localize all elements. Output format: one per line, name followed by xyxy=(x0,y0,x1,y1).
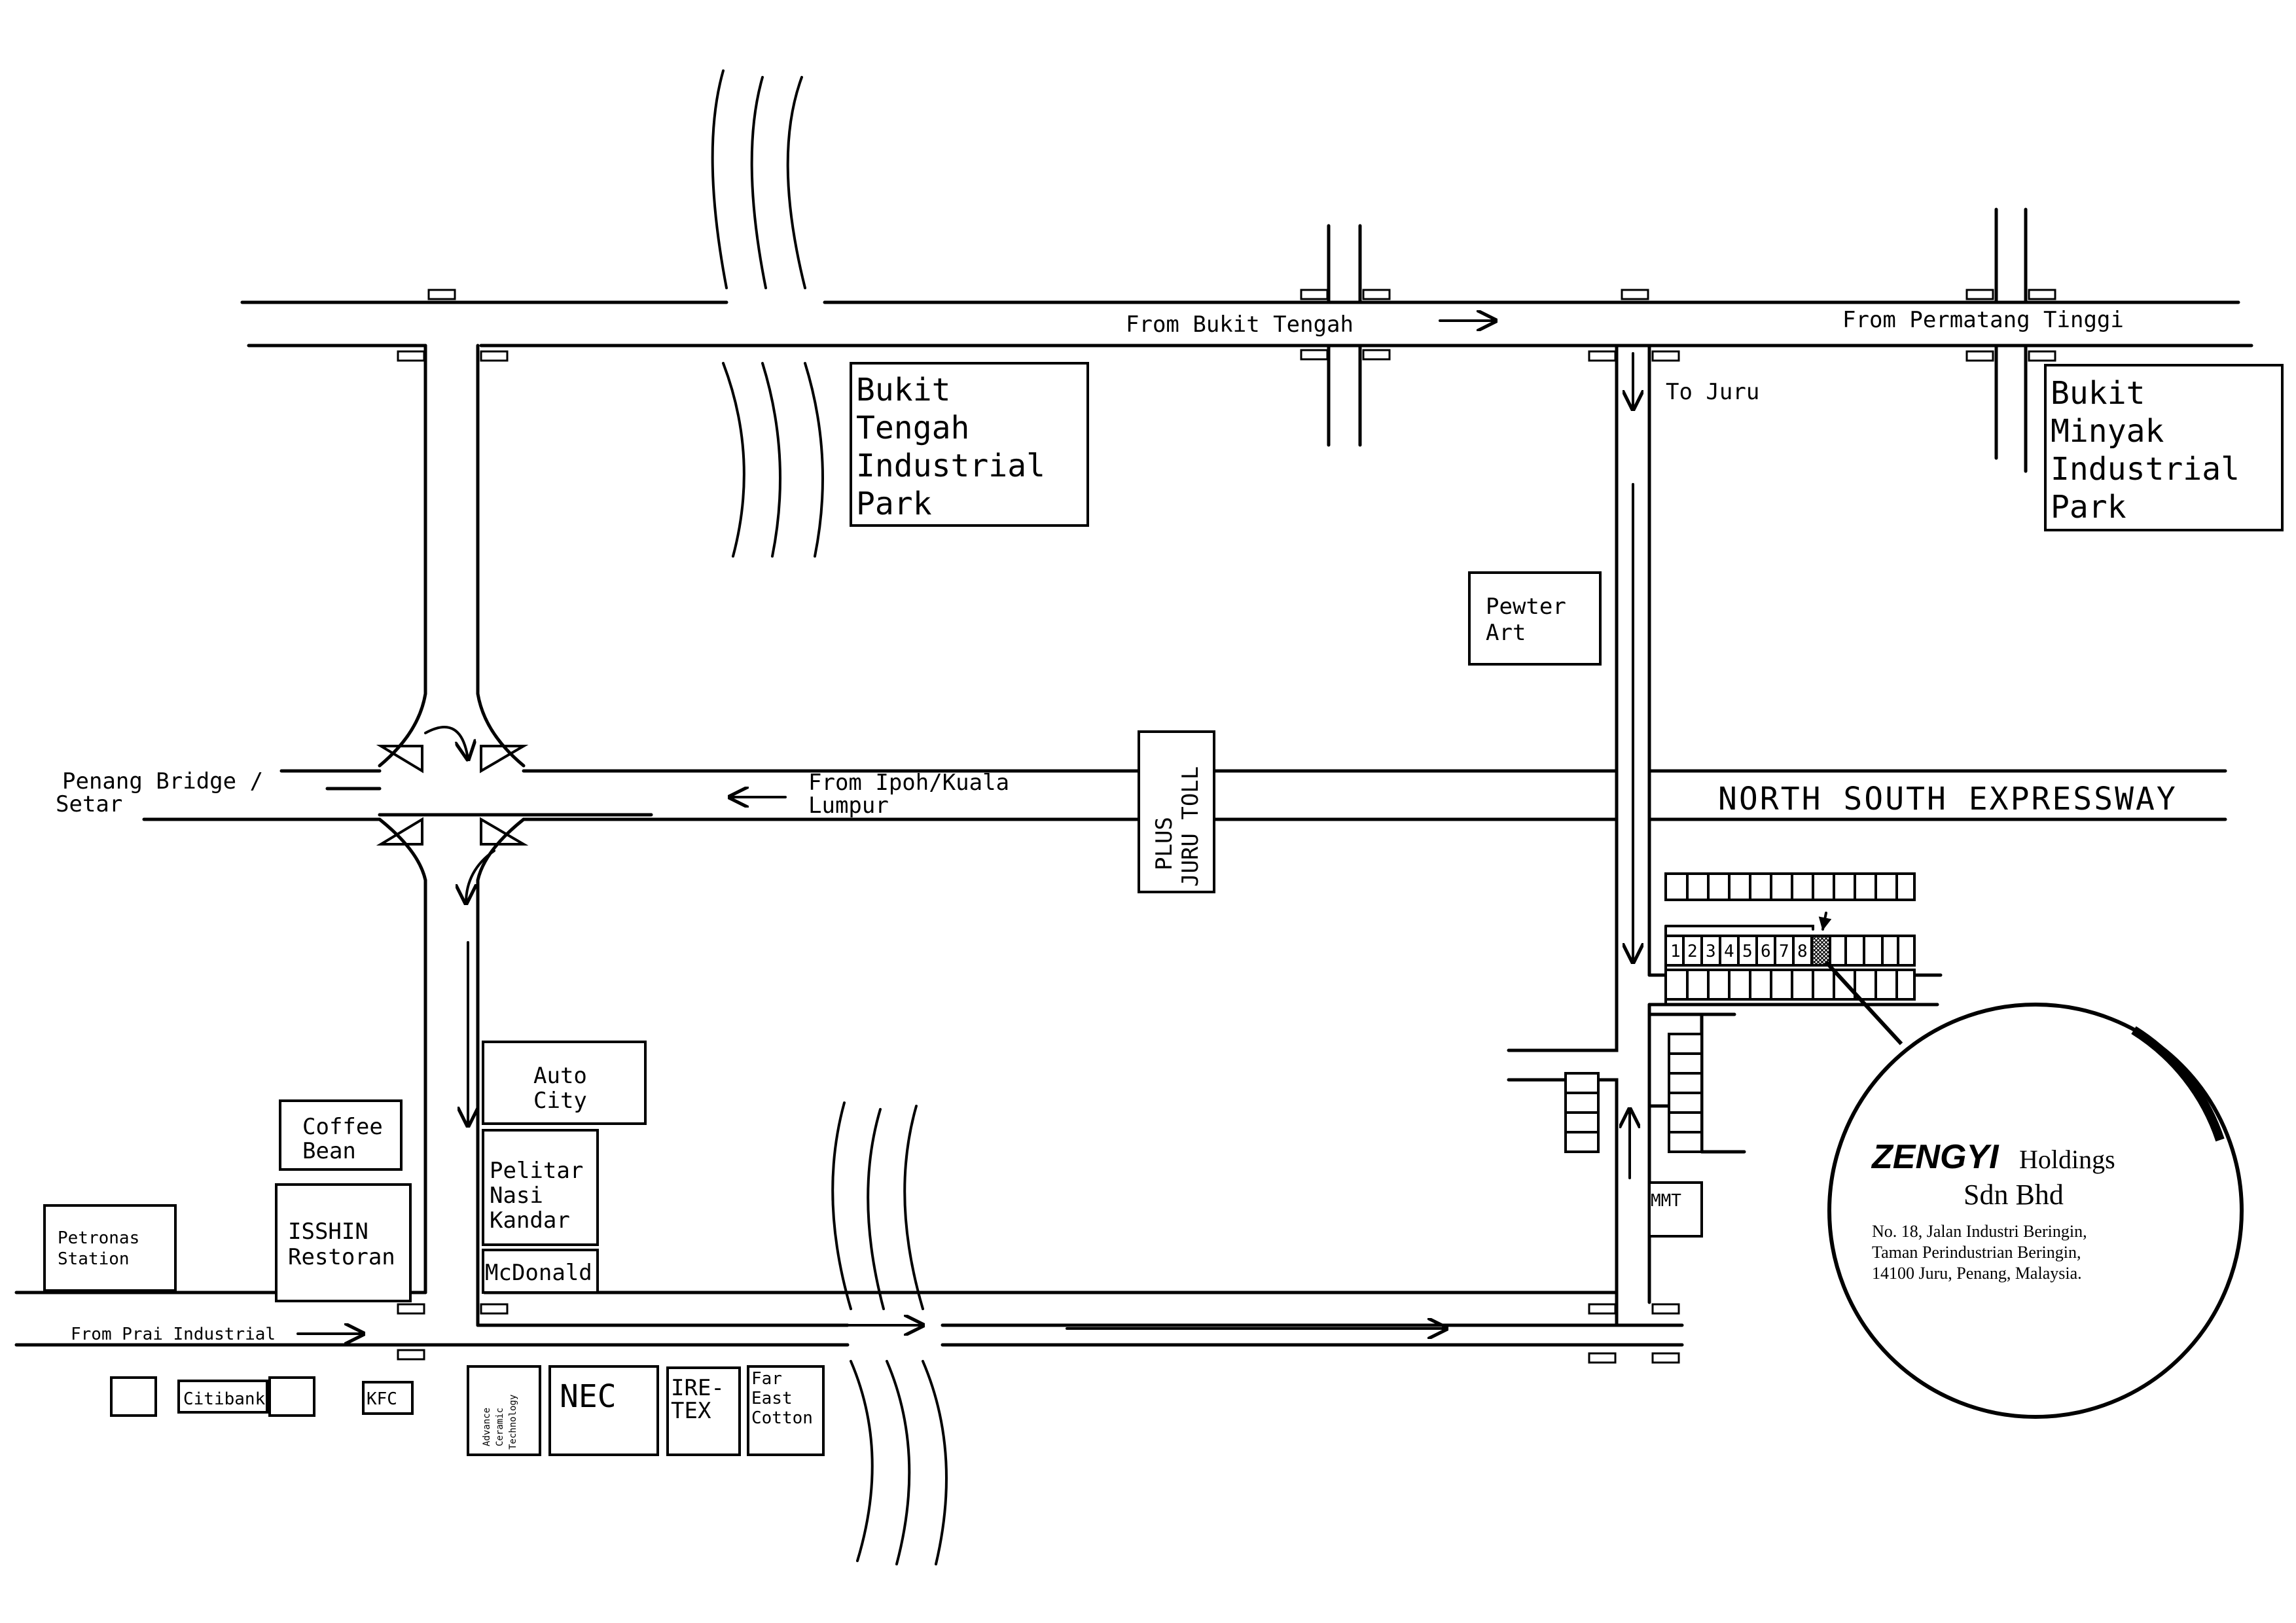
coffee-bean-line-1: Coffee xyxy=(302,1114,383,1140)
company-sdn-bhd: Sdn Bhd xyxy=(1964,1179,2064,1211)
isshin-line-2: Restoran xyxy=(288,1244,395,1270)
company-holdings: Holdings xyxy=(2019,1145,2115,1174)
far-east-line-1: Far xyxy=(751,1369,782,1389)
traffic-lights xyxy=(397,289,2056,1364)
bukit-minyak-line-2: Minyak xyxy=(2051,413,2164,450)
iretex-line-2: TEX xyxy=(671,1398,711,1424)
petronas-line-2: Station xyxy=(58,1249,130,1269)
isshin-line-1: ISSHIN xyxy=(288,1219,368,1245)
company-callout: ZENGYI Holdings Sdn Bhd No. 18, Jalan In… xyxy=(1827,1003,2244,1419)
bukit-tengah-line-2: Tengah xyxy=(856,410,969,446)
bukit-minyak-line-1: Bukit xyxy=(2051,375,2145,412)
label-from-prai: From Prai Industrial xyxy=(71,1325,276,1344)
advance-ceramic-technology: Advance Ceramic Technology xyxy=(467,1365,541,1456)
toll-line-2: JURU TOLL xyxy=(1177,766,1204,887)
far-east-cotton: Far East Cotton xyxy=(747,1365,825,1456)
lot-pointer-line xyxy=(1824,960,1903,1046)
lot-number-8: 8 xyxy=(1797,942,1808,961)
lot-number-3: 3 xyxy=(1706,942,1716,961)
citibank-label: Citibank xyxy=(183,1389,266,1409)
toll-line-1: PLUS xyxy=(1151,817,1177,870)
iretex: IRE- TEX xyxy=(666,1366,741,1456)
label-penang-bridge: Penang Bridge / xyxy=(62,768,263,794)
lot-number-4: 4 xyxy=(1724,942,1734,961)
pelitar-line-1: Pelitar xyxy=(490,1158,583,1184)
petronas-station: Petronas Station xyxy=(43,1204,177,1292)
pewter-art-line-2: Art xyxy=(1486,620,1526,646)
bottom-row-buildings: Citibank KFC Advance Ceramic Technology … xyxy=(110,1365,825,1456)
factory-lot-rows: 1 2 3 4 5 6 7 8 xyxy=(1664,872,1916,1006)
lot-number-7: 7 xyxy=(1779,942,1789,961)
auto-city-line-1: Auto xyxy=(533,1063,587,1089)
pewter-art-line-1: Pewter xyxy=(1486,594,1566,620)
company-logo-text: ZENGYI xyxy=(1871,1138,2000,1176)
mmt-label: MMT xyxy=(1651,1191,1681,1211)
label-lumpur: Lumpur xyxy=(808,793,889,819)
small-stacked-building-right xyxy=(1668,1033,1703,1153)
top-road xyxy=(240,300,2253,348)
coffee-bean: Coffee Bean xyxy=(279,1099,403,1171)
label-from-permatang-tinggi: From Permatang Tinggi xyxy=(1842,307,2124,333)
bukit-minyak-industrial-park: Bukit Minyak Industrial Park xyxy=(2044,364,2284,531)
direction-arrows xyxy=(296,321,1832,1334)
company-address-line-3: 14100 Juru, Penang, Malaysia. xyxy=(1872,1264,2082,1283)
far-east-line-3: Cotton xyxy=(751,1408,813,1428)
auto-city: Auto City xyxy=(482,1041,647,1125)
label-from-ipoh: From Ipoh/Kuala xyxy=(808,770,1009,796)
advance-ceramic-line-1: Advance xyxy=(482,1408,492,1446)
plus-juru-toll: PLUS JURU TOLL xyxy=(1138,730,1215,893)
pelitar-nasi-kandar: Pelitar Nasi Kandar xyxy=(482,1129,599,1246)
bukit-minyak-line-3: Industrial xyxy=(2051,451,2240,488)
unnamed-building-2 xyxy=(268,1376,315,1417)
far-east-line-2: East xyxy=(751,1389,793,1408)
river-north xyxy=(711,69,824,558)
nec-label: NEC xyxy=(560,1378,617,1415)
pewter-art: Pewter Art xyxy=(1468,571,1602,666)
petronas-line-1: Petronas xyxy=(58,1228,139,1248)
lot-number-1: 1 xyxy=(1670,942,1681,961)
mcdonald-label: McDonald xyxy=(485,1260,592,1286)
label-from-bukit-tengah: From Bukit Tengah xyxy=(1126,312,1354,338)
coffee-bean-line-2: Bean xyxy=(302,1138,356,1164)
unnamed-building-1 xyxy=(110,1376,157,1417)
nec: NEC xyxy=(548,1365,659,1456)
iretex-line-1: IRE- xyxy=(671,1375,725,1401)
zengyi-lot-highlight xyxy=(1810,935,1831,967)
kfc: KFC xyxy=(362,1381,414,1415)
lot-number-6: 6 xyxy=(1761,942,1771,961)
advance-ceramic-line-3: Technology xyxy=(508,1395,518,1450)
lot-number-2: 2 xyxy=(1687,942,1698,961)
label-setar: Setar xyxy=(56,791,122,817)
river-south xyxy=(831,1101,948,1565)
mcdonald: McDonald xyxy=(482,1249,599,1294)
pelitar-line-3: Kandar xyxy=(490,1207,570,1234)
mmt: MMT xyxy=(1648,1181,1703,1238)
bukit-minyak-line-4: Park xyxy=(2051,489,2126,526)
auto-city-line-2: City xyxy=(533,1088,587,1114)
company-address-line-2: Taman Perindustrian Beringin, xyxy=(1872,1243,2081,1262)
isshin-restoran: ISSHIN Restoran xyxy=(275,1183,412,1302)
citibank: Citibank xyxy=(177,1380,268,1414)
bukit-tengah-industrial-park: Bukit Tengah Industrial Park xyxy=(850,362,1089,527)
pelitar-line-2: Nasi xyxy=(490,1183,543,1209)
bukit-tengah-line-3: Industrial xyxy=(856,448,1045,484)
company-address-line-1: No. 18, Jalan Industri Beringin, xyxy=(1872,1222,2087,1241)
expressway xyxy=(1212,751,2227,840)
left-vertical-road xyxy=(142,344,1141,1327)
advance-ceramic-line-2: Ceramic xyxy=(495,1408,505,1446)
label-north-south-expressway: NORTH SOUTH EXPRESSWAY xyxy=(1718,781,2178,817)
small-stacked-building-left xyxy=(1564,1072,1600,1153)
label-to-juru: To Juru xyxy=(1666,379,1759,405)
top-road-intersections xyxy=(1327,207,2028,473)
kfc-label: KFC xyxy=(367,1389,397,1409)
bukit-tengah-line-4: Park xyxy=(856,486,932,522)
lot-number-5: 5 xyxy=(1742,942,1753,961)
bukit-tengah-line-1: Bukit xyxy=(856,372,951,408)
